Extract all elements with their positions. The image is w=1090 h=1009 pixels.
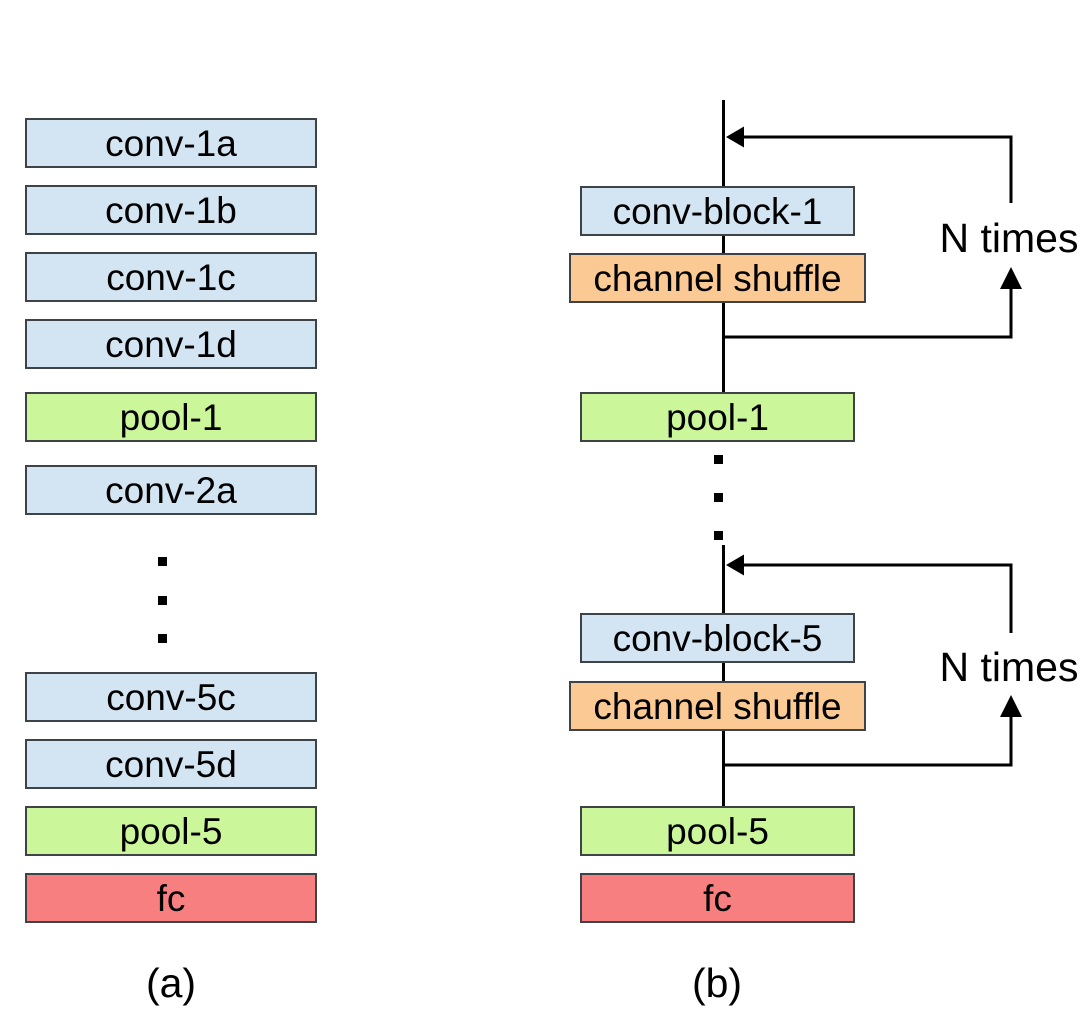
box-a-conv-1b: conv-1b xyxy=(25,185,317,235)
ellipsis-dot-a-3 xyxy=(158,634,167,643)
caption-b: (b) xyxy=(691,960,743,1006)
box-b-conv-block-5: conv-block-5 xyxy=(580,613,855,663)
box-a-conv-1d: conv-1d xyxy=(25,319,317,369)
loop-top xyxy=(722,126,1022,339)
ellipsis-dot-b-1 xyxy=(714,455,723,464)
ellipsis-dot-b-2 xyxy=(714,493,723,502)
n-times-label-bottom: N times xyxy=(939,644,1079,690)
box-a-conv-1a: conv-1a xyxy=(25,118,317,168)
caption-a: (a) xyxy=(145,960,197,1006)
loop-bottom-branch-line xyxy=(722,716,1013,767)
box-a-conv-5c: conv-5c xyxy=(25,672,317,722)
ellipsis-dot-a-2 xyxy=(158,596,167,605)
loop-bottom xyxy=(722,554,1022,767)
loop-bottom-left-arrowhead-icon xyxy=(726,554,744,576)
box-b-pool-5: pool-5 xyxy=(580,806,855,856)
loop-top-branch-line xyxy=(722,288,1013,339)
box-a-pool-1: pool-1 xyxy=(25,392,317,442)
ellipsis-dot-a-1 xyxy=(158,557,167,566)
box-b-pool-1: pool-1 xyxy=(580,392,855,442)
loop-bottom-return-line xyxy=(744,563,1013,633)
n-times-label-top: N times xyxy=(939,215,1079,261)
box-a-pool-5: pool-5 xyxy=(25,806,317,856)
box-b-channel-shuffle-2: channel shuffle xyxy=(569,681,866,731)
box-a-fc: fc xyxy=(25,873,317,923)
loop-top-return-line xyxy=(744,135,1013,203)
box-b-conv-block-1: conv-block-1 xyxy=(580,186,855,236)
box-a-conv-5d: conv-5d xyxy=(25,739,317,789)
box-b-fc: fc xyxy=(580,873,855,923)
box-a-conv-2a: conv-2a xyxy=(25,465,317,515)
loop-top-up-arrowhead-icon xyxy=(1000,267,1022,289)
ellipsis-dot-b-3 xyxy=(714,531,723,540)
box-a-conv-1c: conv-1c xyxy=(25,252,317,302)
loop-top-left-arrowhead-icon xyxy=(726,126,744,148)
box-b-channel-shuffle-1: channel shuffle xyxy=(569,253,866,303)
loop-bottom-up-arrowhead-icon xyxy=(1000,695,1022,717)
